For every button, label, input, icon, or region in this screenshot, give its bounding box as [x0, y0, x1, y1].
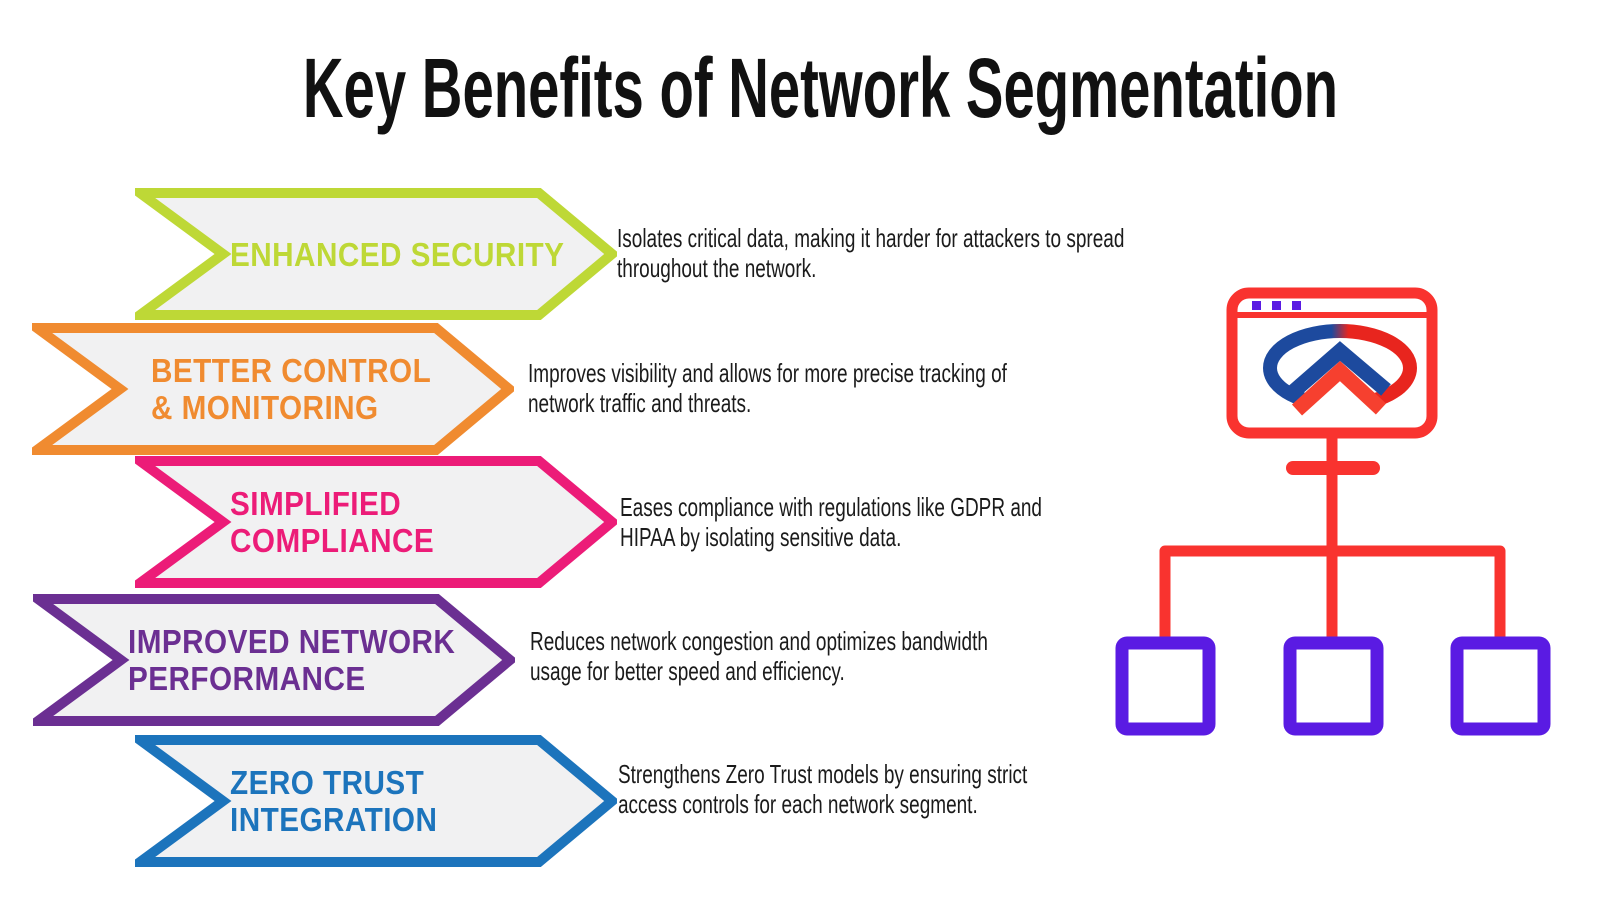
- description-line2: network traffic and threats.: [528, 388, 752, 418]
- benefit-label: ENHANCED SECURITY: [230, 188, 564, 320]
- benefit-label-line1: ZERO TRUST: [230, 764, 425, 801]
- browser-dot: [1252, 301, 1261, 310]
- browser-dot: [1272, 301, 1281, 310]
- description-line1: Eases compliance with regulations like G…: [620, 492, 1042, 522]
- benefit-description-simplified-compliance: Eases compliance with regulations like G…: [620, 492, 1042, 552]
- logo-chevron-red: [1291, 360, 1387, 416]
- benefit-label-line1: SIMPLIFIED: [230, 485, 402, 522]
- arrow-shape: [135, 188, 617, 320]
- page-title-text: Key Benefits of Network Segmentation: [302, 41, 1338, 135]
- benefit-description-zero-trust-integration: Strengthens Zero Trust models by ensurin…: [618, 759, 1027, 819]
- description-line1: Reduces network congestion and optimizes…: [530, 626, 988, 656]
- logo-chevron-blue: [1288, 341, 1391, 398]
- benefit-label-line2: & MONITORING: [151, 389, 379, 426]
- benefit-label: IMPROVED NETWORK PERFORMANCE: [128, 594, 455, 726]
- network-node-square-2: [1283, 636, 1384, 736]
- network-node-square-1: [1115, 636, 1216, 736]
- benefit-label-line1: ENHANCED SECURITY: [230, 235, 565, 273]
- brand-logo-icon: [1263, 324, 1417, 416]
- page-title: Key Benefits of Network Segmentation: [40, 46, 1600, 130]
- browser-dot: [1292, 301, 1301, 310]
- arrow-shape: [32, 323, 514, 455]
- network-diagram: [1115, 287, 1551, 736]
- benefit-description-better-control-monitoring: Improves visibility and allows for more …: [528, 358, 1007, 418]
- benefit-label-line2: INTEGRATION: [230, 801, 438, 838]
- description-line1: Improves visibility and allows for more …: [528, 358, 1007, 388]
- benefit-arrow-simplified-compliance: SIMPLIFIED COMPLIANCE: [135, 456, 617, 588]
- description-line2: usage for better speed and efficiency.: [530, 656, 845, 686]
- arrow-shape: [33, 594, 515, 726]
- benefit-arrow-better-control-monitoring: BETTER CONTROL & MONITORING: [32, 323, 514, 455]
- benefit-label-line1: IMPROVED NETWORK: [128, 623, 456, 660]
- benefit-description-enhanced-security: Isolates critical data, making it harder…: [617, 223, 1124, 283]
- benefit-label-line1: BETTER CONTROL: [151, 352, 432, 389]
- description-line1: Strengthens Zero Trust models by ensurin…: [618, 759, 1028, 789]
- benefit-label-line2: COMPLIANCE: [230, 522, 435, 559]
- benefit-arrow-enhanced-security: ENHANCED SECURITY: [135, 188, 617, 320]
- benefit-label-line2: PERFORMANCE: [128, 660, 366, 697]
- benefit-description-improved-network-performance: Reduces network congestion and optimizes…: [530, 626, 988, 686]
- benefit-label: BETTER CONTROL & MONITORING: [151, 323, 431, 455]
- description-line1: Isolates critical data, making it harder…: [617, 223, 1125, 253]
- description-line2: throughout the network.: [617, 253, 817, 283]
- benefit-label: ZERO TRUST INTEGRATION: [230, 735, 437, 867]
- description-line2: access controls for each network segment…: [618, 789, 978, 819]
- description-line2: HIPAA by isolating sensitive data.: [620, 522, 902, 552]
- benefit-arrow-zero-trust-integration: ZERO TRUST INTEGRATION: [135, 735, 617, 867]
- network-node-square-3: [1450, 636, 1551, 736]
- arrow-shape: [135, 735, 617, 867]
- benefit-label: SIMPLIFIED COMPLIANCE: [230, 456, 434, 588]
- benefit-arrow-improved-network-performance: IMPROVED NETWORK PERFORMANCE: [33, 594, 515, 726]
- arrow-shape: [135, 456, 617, 588]
